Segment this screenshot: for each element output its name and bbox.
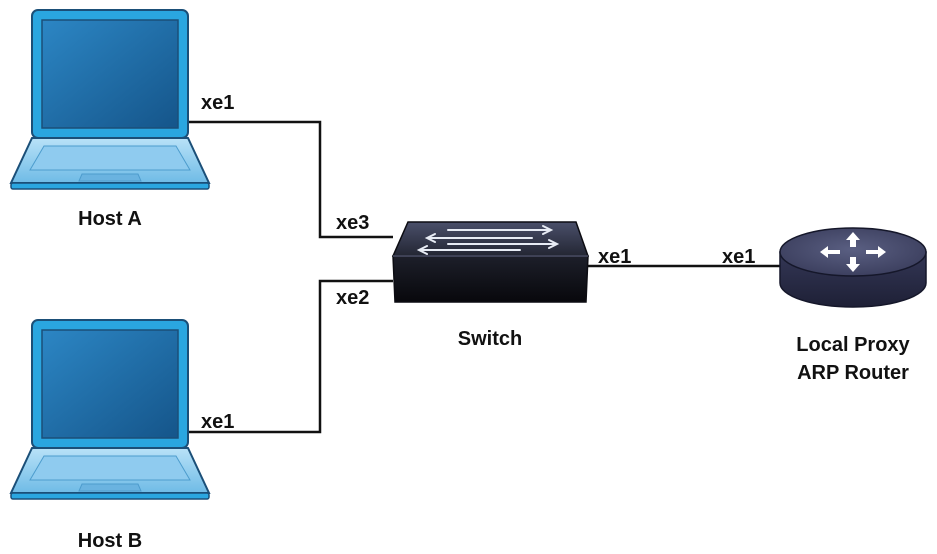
switch-label: Switch — [457, 328, 523, 350]
host-a-laptop-icon[interactable] — [9, 9, 211, 190]
router-label-line2: ARP Router — [797, 362, 909, 384]
link-hosta-switch — [186, 120, 393, 239]
switch-port-xe3-label: xe3 — [336, 212, 370, 234]
host-a-label: Host A — [78, 208, 142, 230]
router-label-line1: Local Proxy — [796, 334, 910, 356]
host-b-label: Host B — [77, 530, 143, 552]
host-b-port-label: xe1 — [201, 411, 235, 433]
switch-port-xe2-label: xe2 — [336, 287, 370, 309]
switch-port-xe1-label: xe1 — [598, 246, 632, 268]
router-icon[interactable] — [779, 227, 927, 308]
switch-icon[interactable] — [391, 221, 590, 303]
link-hostb-switch — [186, 279, 393, 434]
host-a-port-label: xe1 — [201, 92, 235, 114]
host-b-laptop-icon[interactable] — [9, 319, 211, 500]
router-port-label: xe1 — [722, 246, 756, 268]
